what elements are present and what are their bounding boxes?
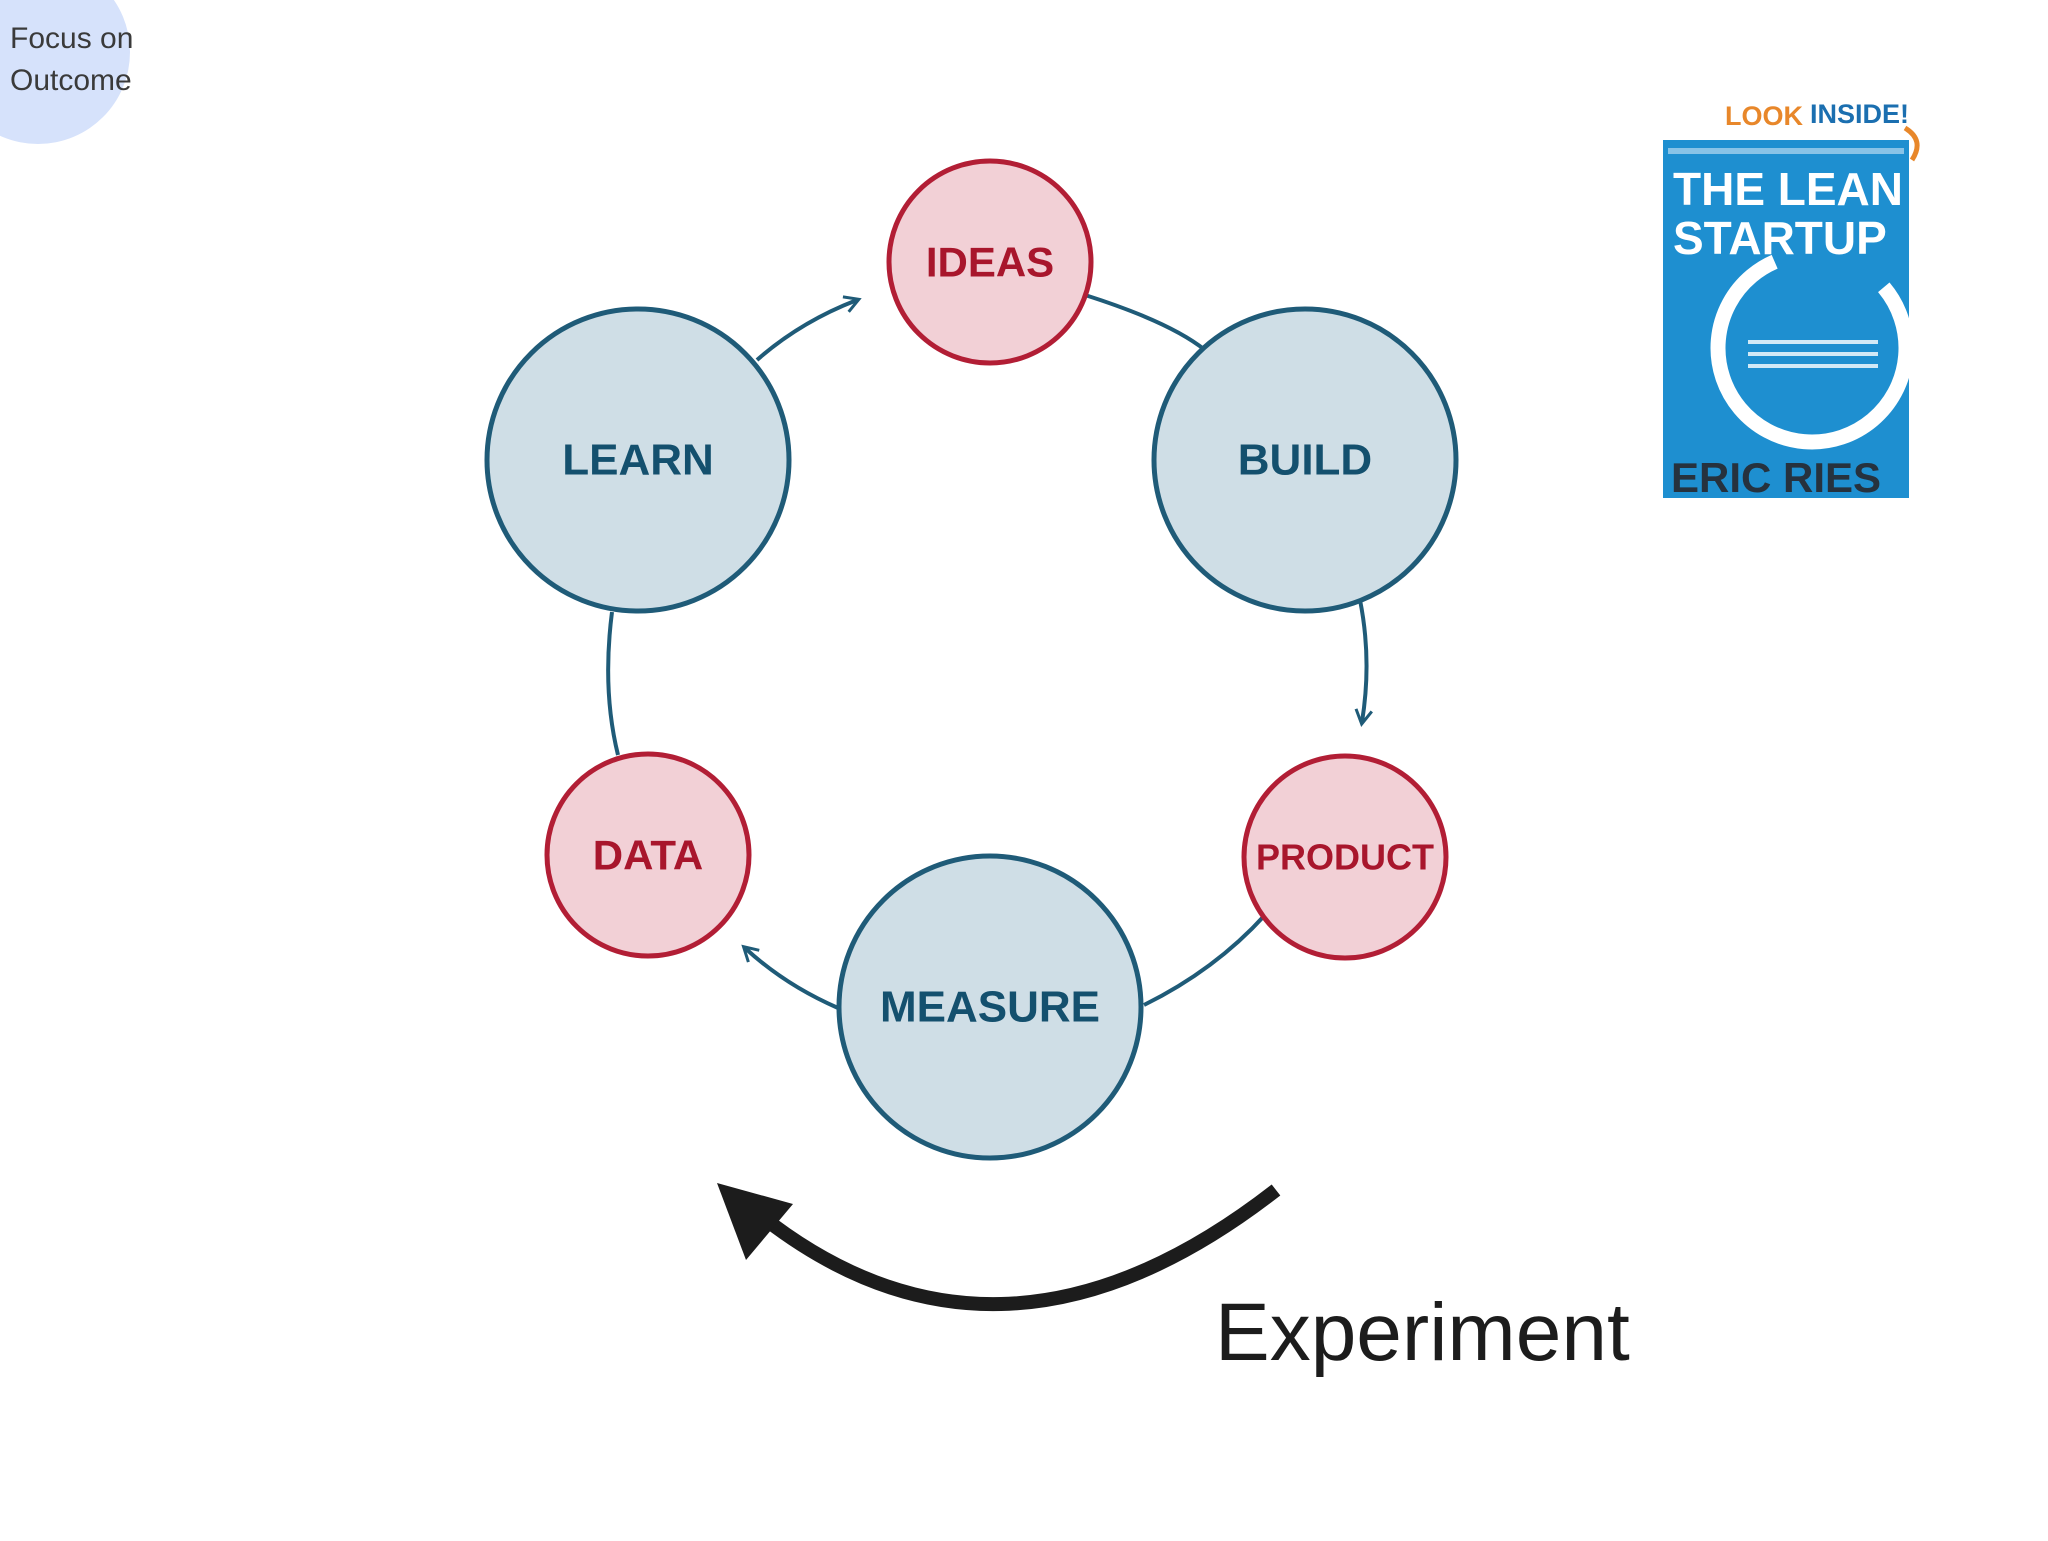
node-product: PRODUCT: [1241, 753, 1449, 961]
data-to-learn-connector: [606, 611, 620, 756]
measure-circle: [836, 853, 1144, 1161]
node-build: BUILD: [1151, 306, 1459, 614]
learn-circle: [484, 306, 792, 614]
book-subtitle-line-3: [1748, 364, 1878, 368]
book-author: ERIC RIES: [1671, 454, 1881, 501]
experiment-arrow-head: [717, 1183, 793, 1260]
book-banner-look: LOOK: [1725, 101, 1803, 131]
product-to-measure-connector: [1143, 913, 1267, 1007]
ideas-circle: [886, 158, 1094, 366]
book-title-line1: THE LEAN: [1673, 163, 1903, 215]
book-banner-inside: INSIDE!: [1810, 99, 1909, 129]
corner-badge: Focus on Outcome: [0, 0, 133, 144]
learn-label: LEARN: [562, 436, 714, 485]
book-cover-tagline-strip: [1668, 148, 1904, 154]
book-enso-circle: [1710, 246, 1914, 450]
build-label: BUILD: [1238, 436, 1372, 485]
book-subtitle-line-1: [1748, 340, 1878, 344]
corner-badge-circle: [0, 0, 130, 144]
corner-badge-line1: Focus on: [10, 22, 133, 55]
book-subtitle-line-2: [1748, 352, 1878, 356]
learn-to-ideas-arrow: [755, 295, 862, 362]
book-title-line2: STARTUP: [1673, 212, 1887, 264]
product-label: PRODUCT: [1256, 837, 1434, 878]
measure-to-data-arrow: [741, 944, 839, 1010]
experiment-arrow-shaft: [755, 1184, 1281, 1312]
data-label: DATA: [593, 832, 703, 879]
ideas-to-build-connector: [1084, 293, 1207, 352]
measure-label: MEASURE: [880, 983, 1100, 1032]
node-data: DATA: [544, 751, 752, 959]
ideas-label: IDEAS: [926, 239, 1054, 286]
cycle-connectors: [606, 293, 1373, 1010]
corner-badge-line2: Outcome: [10, 64, 132, 97]
node-ideas: IDEAS: [886, 158, 1094, 366]
experiment-label: Experiment: [1215, 1287, 1630, 1378]
build-circle: [1151, 306, 1459, 614]
node-learn: LEARN: [484, 306, 792, 614]
node-measure: MEASURE: [836, 853, 1144, 1161]
build-to-product-arrow: [1354, 599, 1373, 727]
book-thumbnail[interactable]: LOOK INSIDE! THE LEAN STARTUP ERIC RIES: [1663, 99, 1944, 501]
book-banner-arrow-icon: [1903, 125, 1920, 162]
data-circle: [544, 751, 752, 959]
product-circle: [1241, 753, 1449, 961]
experiment-arrow: [717, 1183, 1281, 1312]
